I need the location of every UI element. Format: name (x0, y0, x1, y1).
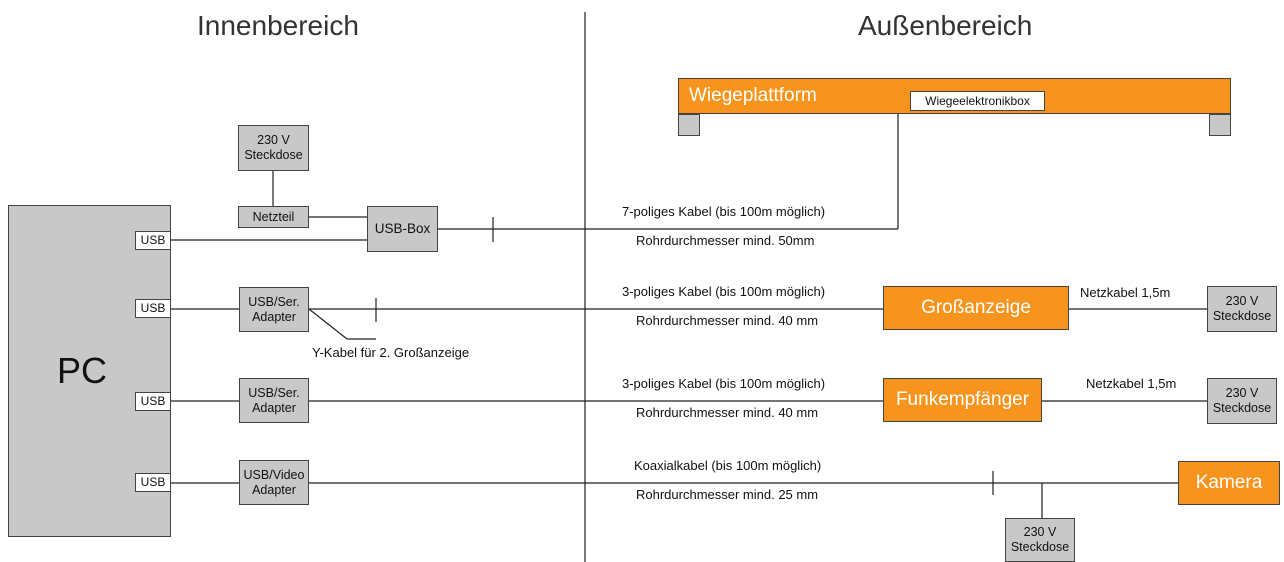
radio-receiver: Funkempfänger (883, 378, 1042, 422)
serial-adapter-2: USB/Ser. Adapter (239, 378, 309, 423)
cable-4-pipe: Rohrdurchmesser mind. 25 mm (636, 487, 819, 502)
power-socket-inner: 230 V Steckdose (238, 125, 309, 171)
usb-box: USB-Box (367, 206, 438, 252)
section-outer-title: Außenbereich (858, 10, 1033, 41)
cable-2-pipe: Rohrdurchmesser mind. 40 mm (636, 313, 819, 328)
cable-3-type: 3-poliges Kabel (bis 100m möglich) (622, 376, 826, 391)
psu-box: Netzteil (238, 206, 309, 228)
weighing-electronics-box: Wiegeelektronikbox (910, 91, 1045, 111)
usb-port-3: USB (135, 392, 171, 411)
power-socket-display: 230 V Steckdose (1207, 286, 1277, 332)
cable-1-pipe: Rohrdurchmesser mind. 50mm (636, 233, 815, 248)
platform-foot-right (1209, 114, 1231, 136)
cable-3-pipe: Rohrdurchmesser mind. 40 mm (636, 405, 819, 420)
usb-port-1: USB (135, 231, 171, 250)
cable-4-type: Koaxialkabel (bis 100m möglich) (634, 458, 822, 473)
weighing-platform-label: Wiegeplattform (689, 84, 817, 106)
y-cable-label: Y-Kabel für 2. Großanzeige (312, 345, 470, 360)
y-cable-branch (308, 308, 348, 340)
pc-label: PC (57, 350, 108, 392)
section-inner-title: Innenbereich (197, 10, 359, 41)
power-socket-camera: 230 V Steckdose (1005, 518, 1075, 562)
power-cable-receiver-label: Netzkabel 1,5m (1086, 376, 1177, 391)
usb-port-4: USB (135, 473, 171, 492)
power-socket-receiver: 230 V Steckdose (1207, 378, 1277, 424)
camera: Kamera (1178, 461, 1280, 505)
power-cable-display-label: Netzkabel 1,5m (1080, 285, 1171, 300)
cable-1-type: 7-poliges Kabel (bis 100m möglich) (622, 204, 826, 219)
serial-adapter-1: USB/Ser. Adapter (239, 287, 309, 332)
video-adapter: USB/Video Adapter (239, 460, 309, 505)
platform-foot-left (678, 114, 700, 136)
cable-2-type: 3-poliges Kabel (bis 100m möglich) (622, 284, 826, 299)
large-display: Großanzeige (883, 286, 1069, 330)
usb-port-2: USB (135, 299, 171, 318)
